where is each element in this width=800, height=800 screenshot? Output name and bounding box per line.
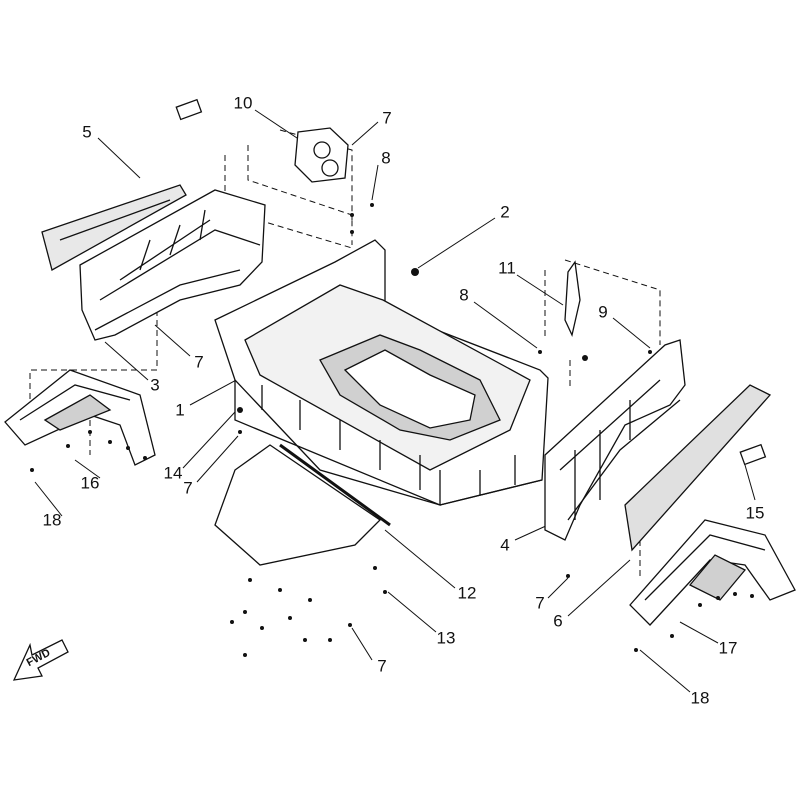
callout-11: 11	[498, 258, 516, 278]
part-4-right-side-panel	[544, 339, 686, 541]
callout-3: 3	[150, 375, 160, 395]
part-12-skid-plate	[214, 443, 391, 566]
callout-17: 17	[718, 638, 738, 658]
callout-2: 2	[500, 202, 510, 222]
callout-15: 15	[745, 503, 765, 523]
callout-4: 4	[500, 535, 510, 555]
callout-12: 12	[457, 583, 477, 603]
fasteners	[30, 203, 754, 657]
callout-7: 7	[382, 108, 392, 128]
part-6-right-rail-cover	[624, 384, 772, 552]
callout-7: 7	[194, 352, 204, 372]
part-10-storage-bracket	[294, 127, 349, 183]
fwd-arrow-icon	[12, 639, 69, 681]
callout-14: 14	[163, 463, 183, 483]
callout-7: 7	[183, 478, 193, 498]
callout-16: 16	[80, 473, 100, 493]
callout-1: 1	[175, 400, 185, 420]
leader-lines	[34, 109, 756, 693]
part-5-side-rail-cover	[41, 98, 203, 271]
callout-8: 8	[381, 148, 391, 168]
part-1-cargo-box-tub	[214, 239, 549, 506]
part-16-left-fender	[4, 369, 156, 466]
callout-13: 13	[436, 628, 456, 648]
callout-5: 5	[82, 122, 92, 142]
callout-9: 9	[598, 302, 608, 322]
callout-7: 7	[377, 656, 387, 676]
callout-18: 18	[42, 510, 62, 530]
callout-10: 10	[233, 93, 253, 113]
part-3-left-side-panel	[79, 189, 266, 341]
callout-8: 8	[459, 285, 469, 305]
callout-6: 6	[553, 611, 563, 631]
part-17-right-fender	[629, 519, 796, 626]
callout-7: 7	[535, 593, 545, 613]
part-11-latch	[564, 260, 581, 337]
callout-18: 18	[690, 688, 710, 708]
